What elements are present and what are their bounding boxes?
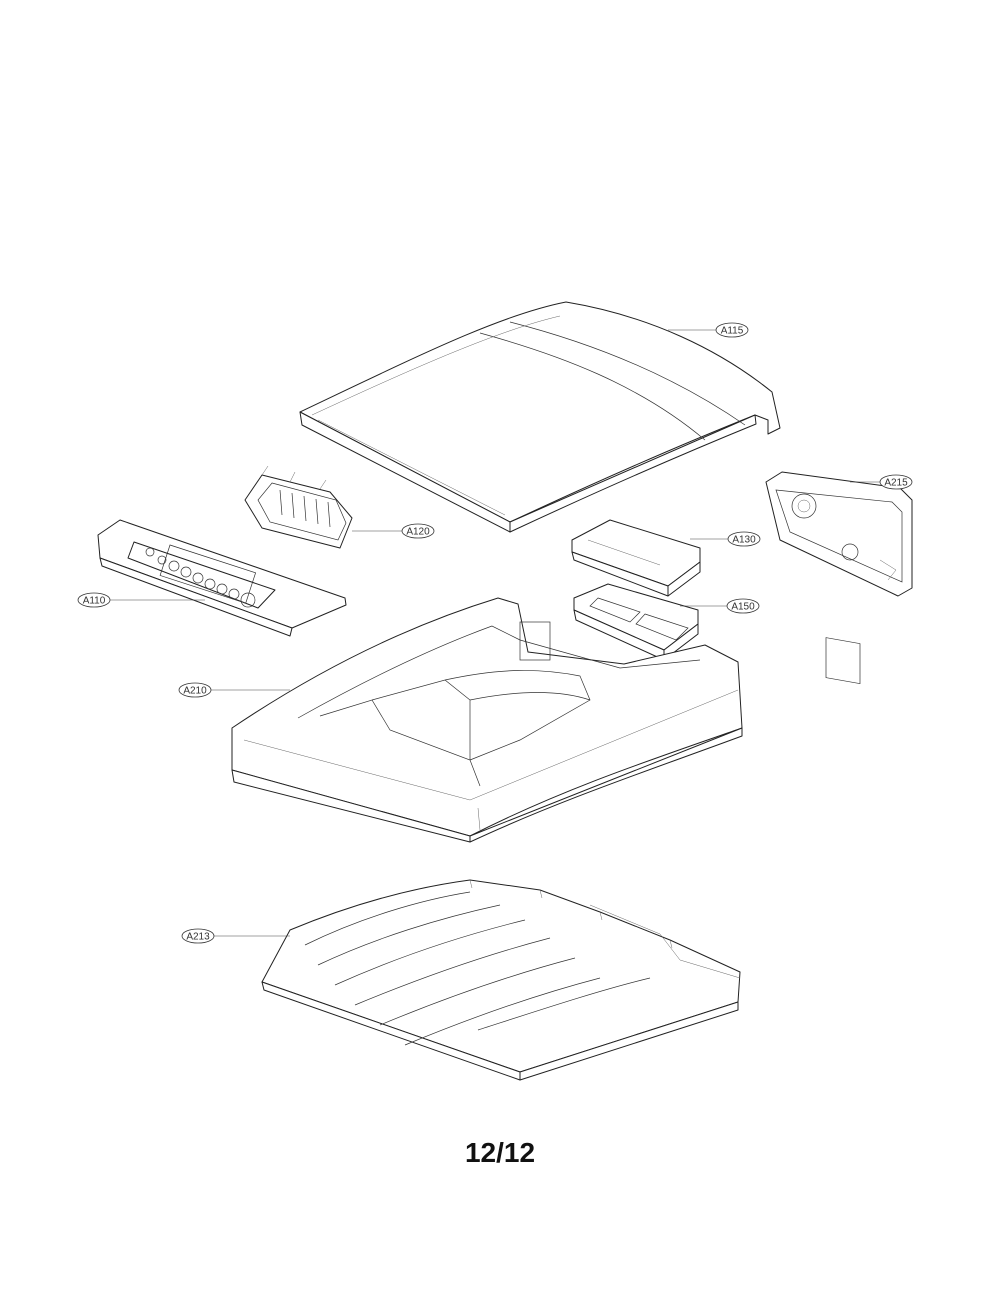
callout-a213: A213 <box>181 928 215 944</box>
part-base-panel <box>261 879 741 1081</box>
part-pcb-bracket <box>244 465 353 549</box>
callout-a215: A215 <box>879 474 913 490</box>
callout-a150: A150 <box>726 598 760 614</box>
part-pcb-box <box>571 519 701 597</box>
control-panel-buttons <box>145 547 256 608</box>
part-rear-panel <box>765 471 913 685</box>
callout-a130: A130 <box>727 531 761 547</box>
callout-a210: A210 <box>178 682 212 698</box>
part-top-plate <box>231 597 743 843</box>
callout-a115: A115 <box>715 322 749 338</box>
callout-label-a215: A215 <box>884 478 908 489</box>
callout-label-a130: A130 <box>732 535 756 546</box>
callout-label-a210: A210 <box>183 686 207 697</box>
part-pcb-holder <box>573 583 699 661</box>
callout-label-a120: A120 <box>406 527 430 538</box>
callout-label-a115: A115 <box>721 326 744 337</box>
page-number: 12/12 <box>464 1137 536 1168</box>
callout-a110: A110 <box>77 592 111 608</box>
part-top-cover <box>299 301 781 533</box>
leader-lines <box>110 329 880 937</box>
callout-label-a110: A110 <box>83 596 106 607</box>
callout-label-a213: A213 <box>186 932 210 943</box>
part-control-panel <box>97 519 347 637</box>
callout-a120: A120 <box>401 523 435 539</box>
callout-label-a150: A150 <box>731 602 755 613</box>
